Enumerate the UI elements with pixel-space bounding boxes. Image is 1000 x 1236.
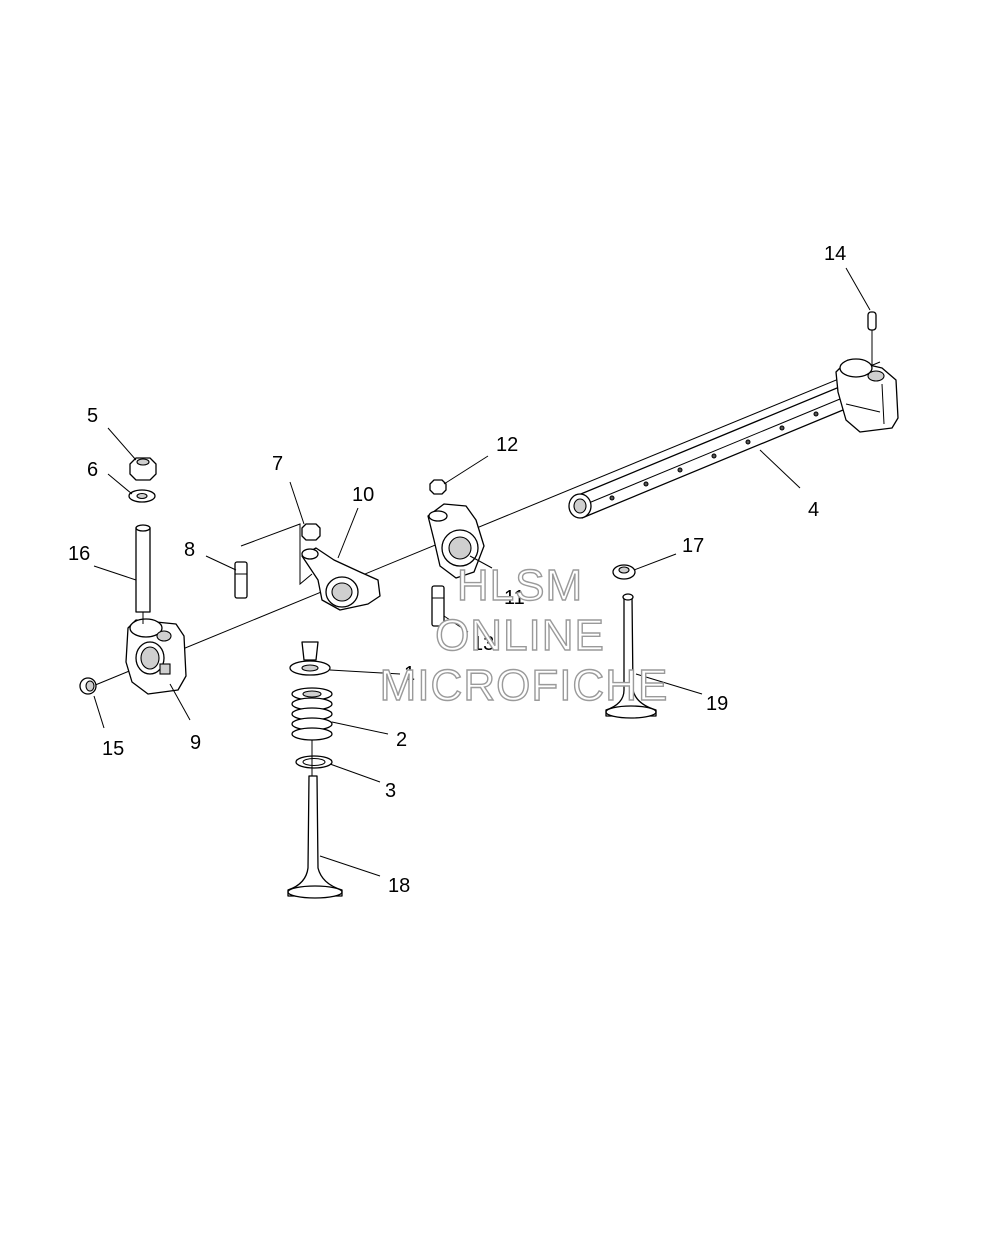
callout-16: 16 [68,543,90,565]
rocker-arm-right [427,503,485,579]
callout-2: 2 [396,729,407,751]
shaft-plug [79,677,97,695]
roll-pin [867,311,877,366]
hex-nut [129,457,157,481]
watermark-line-1: HLSM [457,561,583,610]
callout-19: 19 [706,693,728,715]
valve-retainer [289,641,331,676]
watermark-line-3: MICROFICHE [380,661,669,710]
callout-10: 10 [352,484,374,506]
right-shaft-support [835,358,899,433]
callout-3: 3 [385,780,396,802]
valve-spring [291,687,333,741]
callout-15: 15 [102,738,124,760]
callout-8: 8 [184,539,195,561]
washer [128,489,156,503]
callout-4: 4 [808,499,819,521]
callout-17: 17 [682,535,704,557]
lock-nut [301,523,321,541]
watermark: HLSM ONLINE MICROFICHE [379,560,669,710]
lock-nut-right [429,479,447,495]
valve-right [605,593,657,719]
left-shaft-support [125,618,187,695]
callout-7: 7 [272,453,283,475]
rocker-shaft [568,375,873,519]
watermark-line-2: ONLINE [435,611,605,660]
rocker-arm-left [301,547,381,611]
valve-seal [295,755,333,769]
callout-18: 18 [388,875,410,897]
callout-5: 5 [87,405,98,427]
callout-9: 9 [190,732,201,754]
callout-12: 12 [496,434,518,456]
valve-left [287,740,343,899]
adjusting-screw [234,523,313,599]
callout-14: 14 [824,243,846,265]
callout-6: 6 [87,459,98,481]
leader-lines [93,267,871,877]
adjusting-screw-right [431,585,445,627]
shaft-axis-line [87,361,881,689]
callout-13: 13 [472,633,494,655]
valve-keeper [612,564,636,580]
callout-11: 11 [504,587,525,609]
callout-1: 1 [404,663,415,685]
stud [135,524,151,624]
